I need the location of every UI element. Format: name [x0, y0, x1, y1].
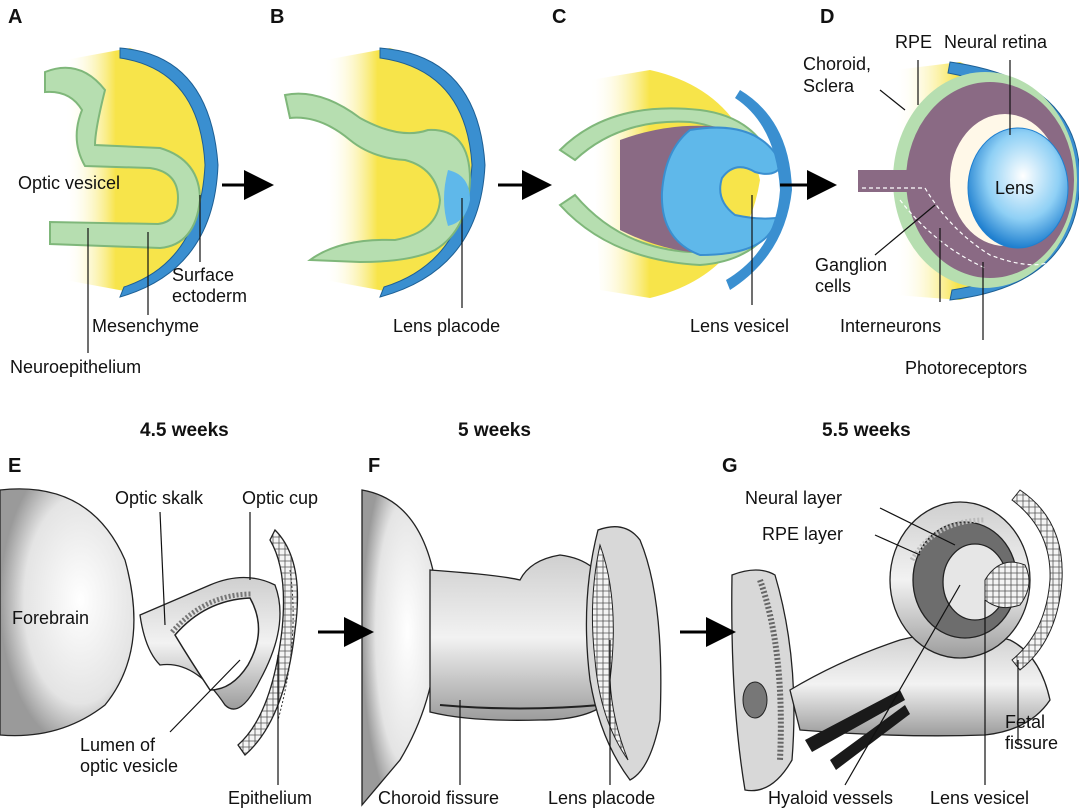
label-epithelium: Epithelium: [228, 788, 312, 809]
label-neural-retina: Neural retina: [944, 32, 1047, 53]
label-lumen-optic-vesicle: Lumen of optic vesicle: [80, 735, 178, 777]
label-lens-d: Lens: [995, 178, 1034, 199]
panel-b-illustration: [285, 48, 485, 297]
label-lens-vesicle-g: Lens vesicel: [930, 788, 1029, 809]
panel-label-f: F: [368, 455, 380, 478]
label-lens-vesicle-c: Lens vesicel: [690, 316, 789, 337]
panel-label-b: B: [270, 6, 284, 29]
panel-label-e: E: [8, 455, 21, 478]
panel-f-illustration: [362, 490, 661, 805]
label-lens-placode-f: Lens placode: [548, 788, 655, 809]
label-rpe: RPE: [895, 32, 932, 53]
label-lens-placode-b: Lens placode: [393, 316, 500, 337]
label-ganglion-cells: Ganglion cells: [815, 255, 887, 297]
label-neural-layer: Neural layer: [745, 488, 842, 509]
label-neuroepithelium: Neuroepithelium: [10, 357, 141, 378]
age-label-2: 5 weeks: [458, 420, 531, 442]
label-choroid-sclera: Choroid, Sclera: [803, 53, 871, 97]
label-optic-vesicle: Optic vesicel: [18, 173, 120, 194]
age-label-1: 4.5 weeks: [140, 420, 229, 442]
label-photoreceptors: Photoreceptors: [905, 358, 1027, 379]
label-forebrain: Forebrain: [12, 608, 89, 629]
label-hyaloid-vessels: Hyaloid vessels: [768, 788, 893, 809]
label-mesenchyme: Mesenchyme: [92, 316, 199, 337]
panel-label-g: G: [722, 455, 738, 478]
label-surface-ectoderm: Surface ectoderm: [172, 265, 247, 307]
label-interneurons: Interneurons: [840, 316, 941, 337]
panel-label-d: D: [820, 6, 834, 29]
panel-d-illustration: [858, 62, 1079, 300]
label-optic-cup: Optic cup: [242, 488, 318, 509]
panel-c-illustration: [560, 70, 792, 298]
label-choroid-fissure: Choroid fissure: [378, 788, 499, 809]
panel-label-a: A: [8, 6, 22, 29]
label-rpe-layer: RPE layer: [762, 524, 843, 545]
label-fetal-fissure: Fetal fissure: [1005, 712, 1058, 754]
label-optic-stalk: Optic skalk: [115, 488, 203, 509]
age-label-3: 5.5 weeks: [822, 420, 911, 442]
panel-label-c: C: [552, 6, 566, 29]
